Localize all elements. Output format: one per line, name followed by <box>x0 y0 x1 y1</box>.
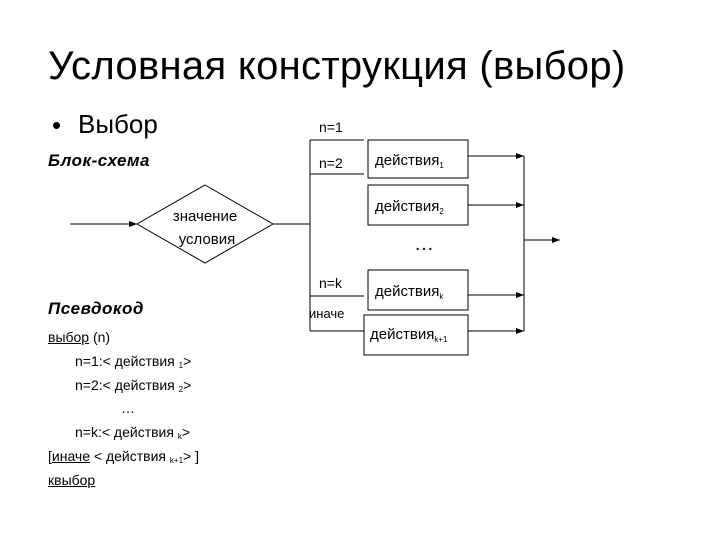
bullet-text: Выбор <box>78 109 158 139</box>
condition-label-2: n=2 <box>319 155 343 171</box>
action-label-2: действия2 <box>375 198 444 216</box>
pseudocode-line-ellipsis: … <box>121 400 135 416</box>
action-label-else: действияk+1 <box>370 326 448 344</box>
pseudocode-line-case2: n=2:< действия 2> <box>75 377 192 394</box>
block-diagram-heading: Блок-схема <box>48 151 151 170</box>
keyword-select: выбор <box>48 329 90 345</box>
action-box-1 <box>367 139 469 179</box>
decision-diamond <box>135 184 275 264</box>
keyword-else: иначе <box>51 448 91 464</box>
condition-label-else: иначе <box>309 306 344 321</box>
decision-label-line1: значение <box>173 208 237 225</box>
pseudocode-line-end: квыбор <box>48 472 95 488</box>
slide-title: Условная конструкция (выбор) <box>48 44 626 88</box>
pseudocode-line-casek: n=k:< действия k> <box>75 424 191 441</box>
action-box-else <box>363 314 469 356</box>
action-box-2 <box>367 184 469 226</box>
condition-label-1: n=1 <box>319 119 343 135</box>
pseudocode-line-case1: n=1:< действия 1> <box>75 353 192 370</box>
keyword-endselect: квыбор <box>48 472 96 488</box>
bullet-dot: • <box>52 110 62 140</box>
pseudocode-line-else: [иначе < действия k+1> ] <box>48 448 199 465</box>
action-box-k <box>367 269 469 311</box>
action-label-1: действия1 <box>375 152 444 170</box>
pseudocode-line-select: выбор (n) <box>48 329 111 345</box>
action-label-k: действияk <box>375 283 444 301</box>
decision-label-line2: условия <box>179 231 236 248</box>
ellipsis-label: … <box>414 233 434 255</box>
pseudocode-heading: Псевдокод <box>48 299 144 318</box>
condition-label-k: n=k <box>319 275 343 291</box>
